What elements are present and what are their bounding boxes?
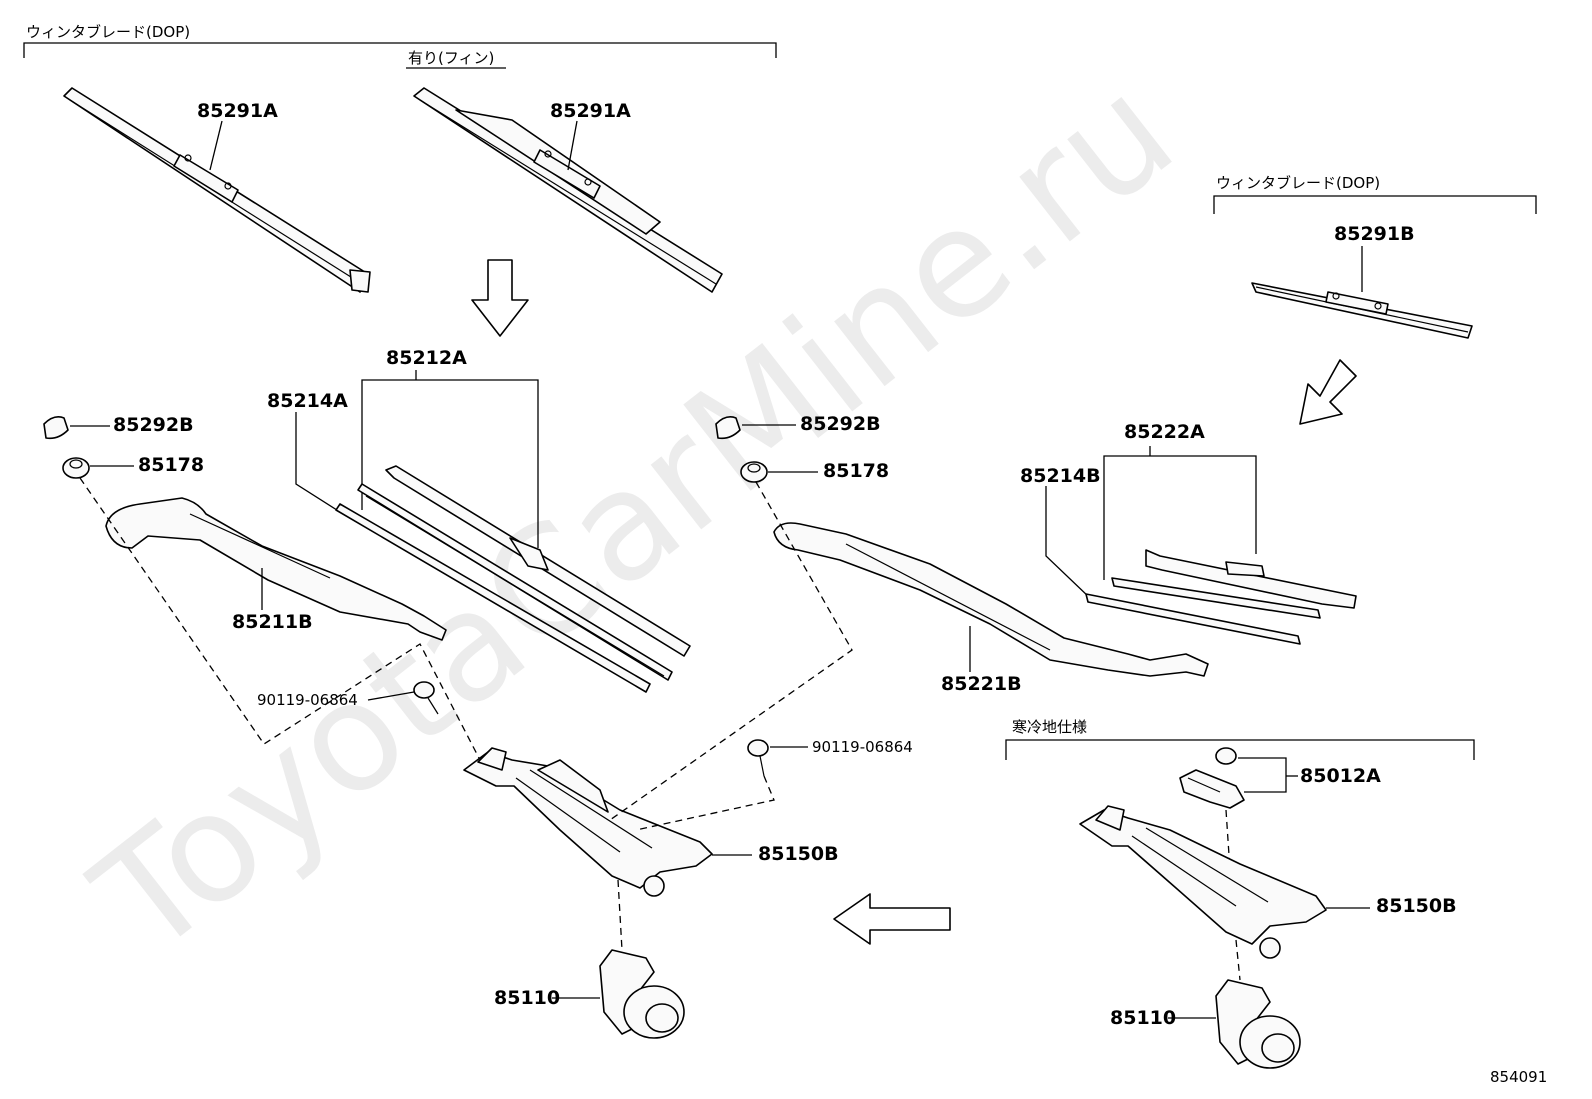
label-85110-right[interactable]: 85110 [1110,1007,1176,1029]
cap-85292B-left[interactable] [43,416,69,440]
label-85212A[interactable]: 85212A [386,347,467,369]
caption-blade-dop-right: ウィンタブレード(DOP) [1216,174,1380,192]
arrow-diagonal-icon [1299,359,1357,425]
nut-85178-right[interactable] [740,461,768,483]
label-85178-left[interactable]: 85178 [138,454,204,476]
wiper-blade-85291B[interactable] [1251,282,1473,339]
label-90119-right[interactable]: 90119-06864 [812,738,913,756]
label-85222A[interactable]: 85222A [1124,421,1205,443]
label-85291B[interactable]: 85291B [1334,223,1415,245]
label-85211B[interactable]: 85211B [232,611,313,633]
label-85150B-right[interactable]: 85150B [1376,895,1457,917]
wiper-linkage-85150B-left[interactable] [463,747,713,897]
heater-85012A[interactable] [1179,769,1245,809]
bolt-90119-06864-right[interactable] [747,739,769,777]
wiper-motor-85110-left[interactable] [599,949,685,1039]
label-85150B-left[interactable]: 85150B [758,843,839,865]
label-85214B[interactable]: 85214B [1020,465,1101,487]
wiper-blade-85212A[interactable] [357,465,691,681]
bracket-blade-dop-left: ウィンタブレード(DOP) 有り(フィン) [23,23,777,69]
nut-85178-left[interactable] [62,457,90,479]
label-90119-left[interactable]: 90119-06864 [257,691,358,709]
bracket-cold-region: 寒冷地仕様 [1005,718,1475,760]
wiper-blade-85291A-2[interactable] [413,87,723,293]
wiper-arm-85221B[interactable] [773,522,1209,677]
label-85178-right[interactable]: 85178 [823,460,889,482]
diagram-reference-number: 854091 [1490,1068,1547,1086]
wiper-blade-85291A-1[interactable] [63,87,371,293]
label-85110-left[interactable]: 85110 [494,987,560,1009]
label-85291A-2[interactable]: 85291A [550,100,631,122]
label-85012A[interactable]: 85012A [1300,765,1381,787]
wiper-refill-85214B[interactable] [1085,593,1301,645]
label-85292B-right[interactable]: 85292B [800,413,881,435]
arrow-left-icon [833,893,951,945]
nut-85012A[interactable] [1215,747,1237,765]
caption-blade-dop-left: ウィンタブレード(DOP) [26,23,190,41]
arrow-down-icon [471,259,529,337]
cap-85292B-right[interactable] [715,416,741,440]
label-85292B-left[interactable]: 85292B [113,414,194,436]
label-85214A[interactable]: 85214A [267,390,348,412]
label-85221B[interactable]: 85221B [941,673,1022,695]
caption-cold-region: 寒冷地仕様 [1012,718,1087,736]
wiper-refill-85214A[interactable] [335,503,651,693]
caption-with-fin: 有り(フィン) [408,49,494,67]
wiper-arm-85211B[interactable] [105,497,447,641]
bracket-blade-dop-right: ウィンタブレード(DOP) [1213,174,1537,214]
bolt-90119-06864-left[interactable] [413,681,439,715]
wiper-blade-85222A[interactable] [1111,549,1357,619]
label-85291A-1[interactable]: 85291A [197,100,278,122]
wiper-motor-85110-right[interactable] [1215,979,1301,1069]
wiper-linkage-85150B-right[interactable] [1079,805,1327,959]
